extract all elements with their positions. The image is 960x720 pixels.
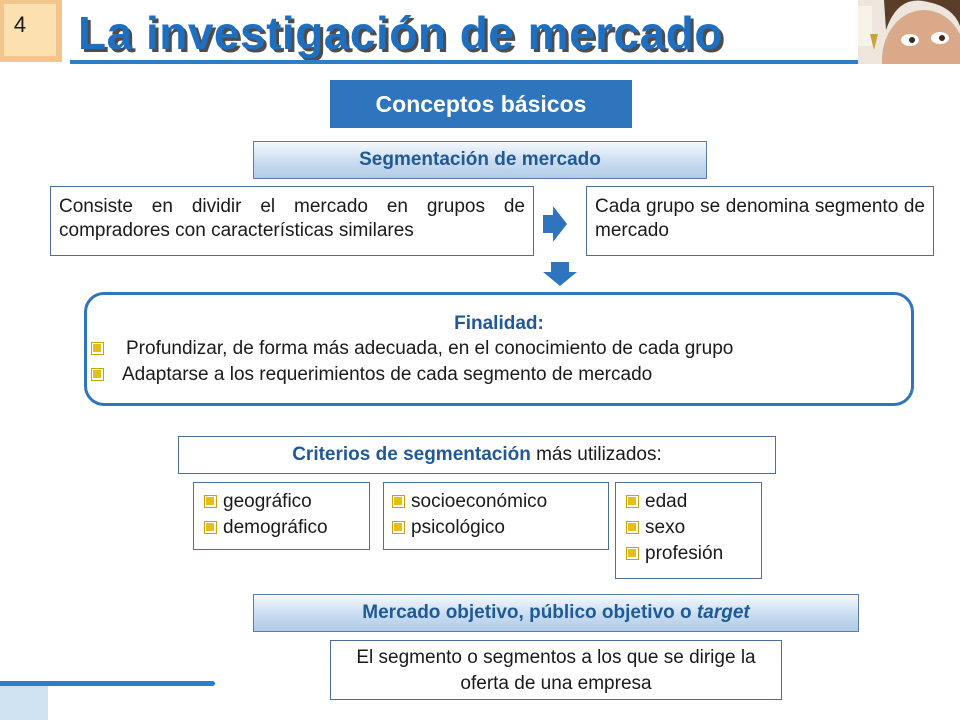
criteria-group-3: edad sexo profesión [615,482,762,579]
definition-text: Consiste en dividir el mercado en grupos… [59,196,525,241]
criteria-item: geográfico [204,489,359,515]
segment-definition-box: Cada grupo se denomina segmento de merca… [586,186,934,256]
mercado-objetivo-heading-italic: target [696,602,750,623]
page-number: 4 [13,12,27,37]
criteria-item-text: edad [645,491,688,512]
segmentacion-heading: Segmentación de mercado [253,141,707,179]
segment-definition-text: Cada grupo se denomina segmento de merca… [595,196,925,241]
criteria-item: sexo [626,515,751,541]
criteria-group-1: geográfico demográfico [193,482,370,550]
page-number-badge: 4 [0,0,62,62]
criteria-item-text: sexo [645,517,686,538]
criteria-group-2: socioeconómico psicológico [383,482,609,550]
finalidad-item: Profundizar, de forma más adecuada, en e… [91,336,911,362]
mercado-objetivo-heading-main: Mercado objetivo, público objetivo o [362,602,697,623]
person-photo-icon [858,0,960,64]
finalidad-item-text: Profundizar, de forma más adecuada, en e… [126,338,734,359]
criterios-heading-rest: más utilizados: [530,444,662,465]
bullet-square-icon [626,495,639,508]
arrow-right-icon [543,206,567,242]
criteria-item-text: socioeconómico [411,491,548,512]
bullet-square-icon [392,495,405,508]
section-title: Conceptos básicos [330,80,632,128]
bullet-square-icon [91,368,104,381]
criterios-heading-bold: Criterios de segmentación [292,444,531,465]
finalidad-item-text: Adaptarse a los requerimientos de cada s… [122,364,653,385]
criteria-item: demográfico [204,515,359,541]
criteria-item: psicológico [392,515,600,541]
bullet-square-icon [626,521,639,534]
finalidad-panel: Finalidad: Profundizar, de forma más ade… [84,292,914,406]
mercado-objetivo-heading: Mercado objetivo, público objetivo o tar… [253,594,859,632]
footer-panel [0,686,48,720]
footer-rule [0,681,215,686]
criteria-item-text: geográfico [223,491,312,512]
header-rule [70,60,860,64]
arrow-down-icon [543,262,577,286]
criterios-heading: Criterios de segmentación más utilizados… [178,436,776,474]
criteria-item: socioeconómico [392,489,600,515]
page-number-badge-inner [4,4,56,56]
mercado-objetivo-box: El segmento o segmentos a los que se dir… [330,640,782,700]
definition-box: Consiste en dividir el mercado en grupos… [50,186,534,256]
bullet-square-icon [626,547,639,560]
criteria-item-text: profesión [645,543,724,564]
criteria-item-text: psicológico [411,517,505,538]
page-title: La investigación de mercado [78,7,723,59]
mercado-objetivo-text: El segmento o segmentos a los que se dir… [356,647,756,694]
criteria-item: profesión [626,541,751,567]
finalidad-heading: Finalidad: [454,313,544,334]
finalidad-item: Adaptarse a los requerimientos de cada s… [91,362,911,388]
bullet-square-icon [392,521,405,534]
criteria-item-text: demográfico [223,517,328,538]
bullet-square-icon [204,495,217,508]
criteria-item: edad [626,489,751,515]
bullet-square-icon [204,521,217,534]
bullet-square-icon [91,342,104,355]
header-photo [858,0,960,64]
